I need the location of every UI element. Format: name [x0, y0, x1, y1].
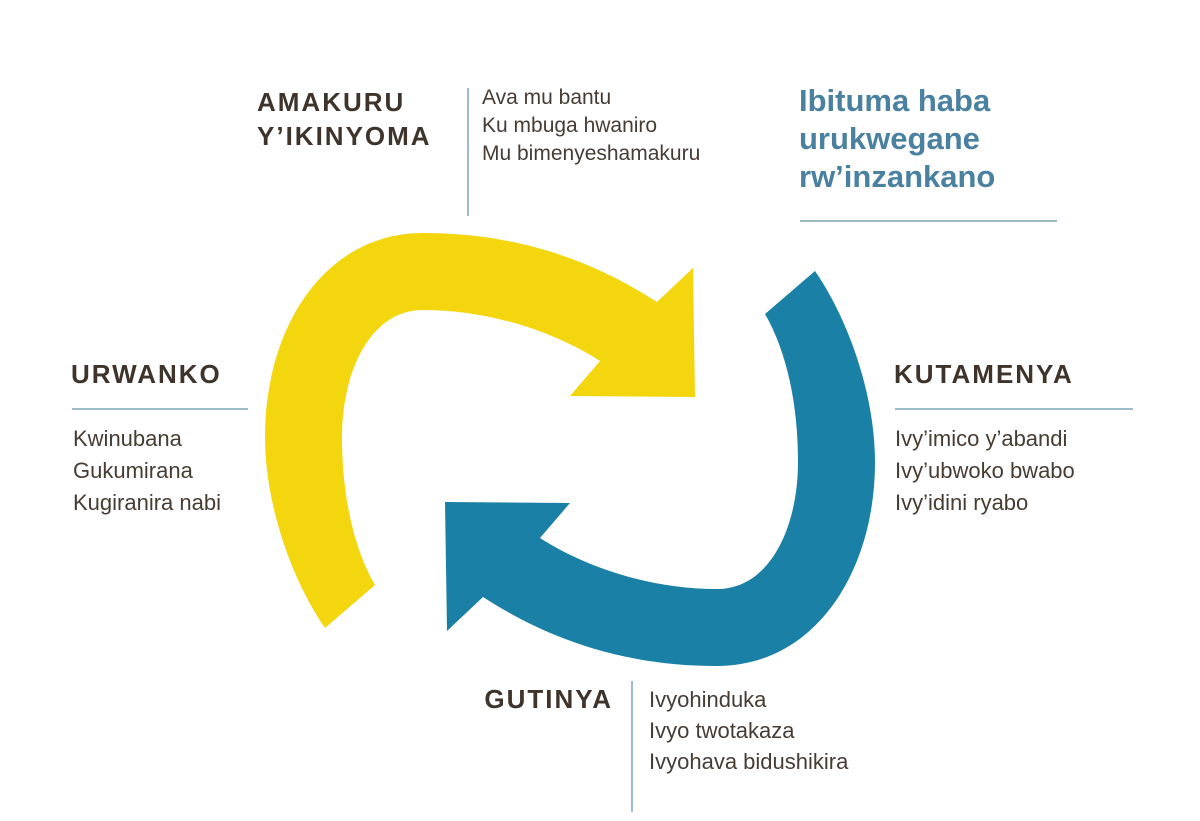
list-item: Mu bimenyeshamakuru	[482, 142, 701, 165]
separator-urwanko	[72, 408, 248, 410]
title-line: urukwegane	[799, 121, 980, 156]
node-heading-amakuru: AMAKURU Y’IKINYOMA	[257, 85, 432, 153]
separator-gutinya	[631, 681, 633, 812]
title-line: Ibituma haba	[799, 83, 991, 118]
cycle-arrows-graphic	[265, 233, 875, 666]
list-item: Gukumirana	[73, 458, 193, 483]
list-item: Ivy’idini ryabo	[895, 490, 1029, 515]
title-line: rw’inzankano	[799, 159, 996, 194]
heading-line: Y’IKINYOMA	[257, 121, 432, 151]
separator-amakuru	[467, 88, 469, 216]
list-item: Ivy’ubwoko bwabo	[895, 458, 1075, 483]
title-underline	[800, 220, 1057, 222]
list-item: Kwinubana	[73, 426, 182, 451]
list-item: Ava mu bantu	[482, 86, 612, 109]
node-heading-gutinya: GUTINYA	[484, 684, 613, 714]
list-item: Ivy’imico y’abandi	[895, 426, 1068, 451]
node-heading-urwanko: URWANKO	[71, 359, 222, 389]
heading-line: AMAKURU	[257, 87, 406, 117]
list-item: Ivyo twotakaza	[649, 718, 795, 743]
list-item: Ivyohava bidushikira	[649, 749, 849, 774]
node-list-amakuru: Ava mu bantu Ku mbuga hwaniro Mu bimenyesh…	[482, 84, 700, 168]
node-heading-kutamenya: KUTAMENYA	[894, 359, 1074, 389]
separator-kutamenya	[895, 408, 1133, 410]
list-item: Ku mbuga hwaniro	[482, 114, 658, 137]
list-item: Kugiranira nabi	[73, 490, 221, 515]
list-item: Ivyohinduka	[649, 687, 767, 712]
